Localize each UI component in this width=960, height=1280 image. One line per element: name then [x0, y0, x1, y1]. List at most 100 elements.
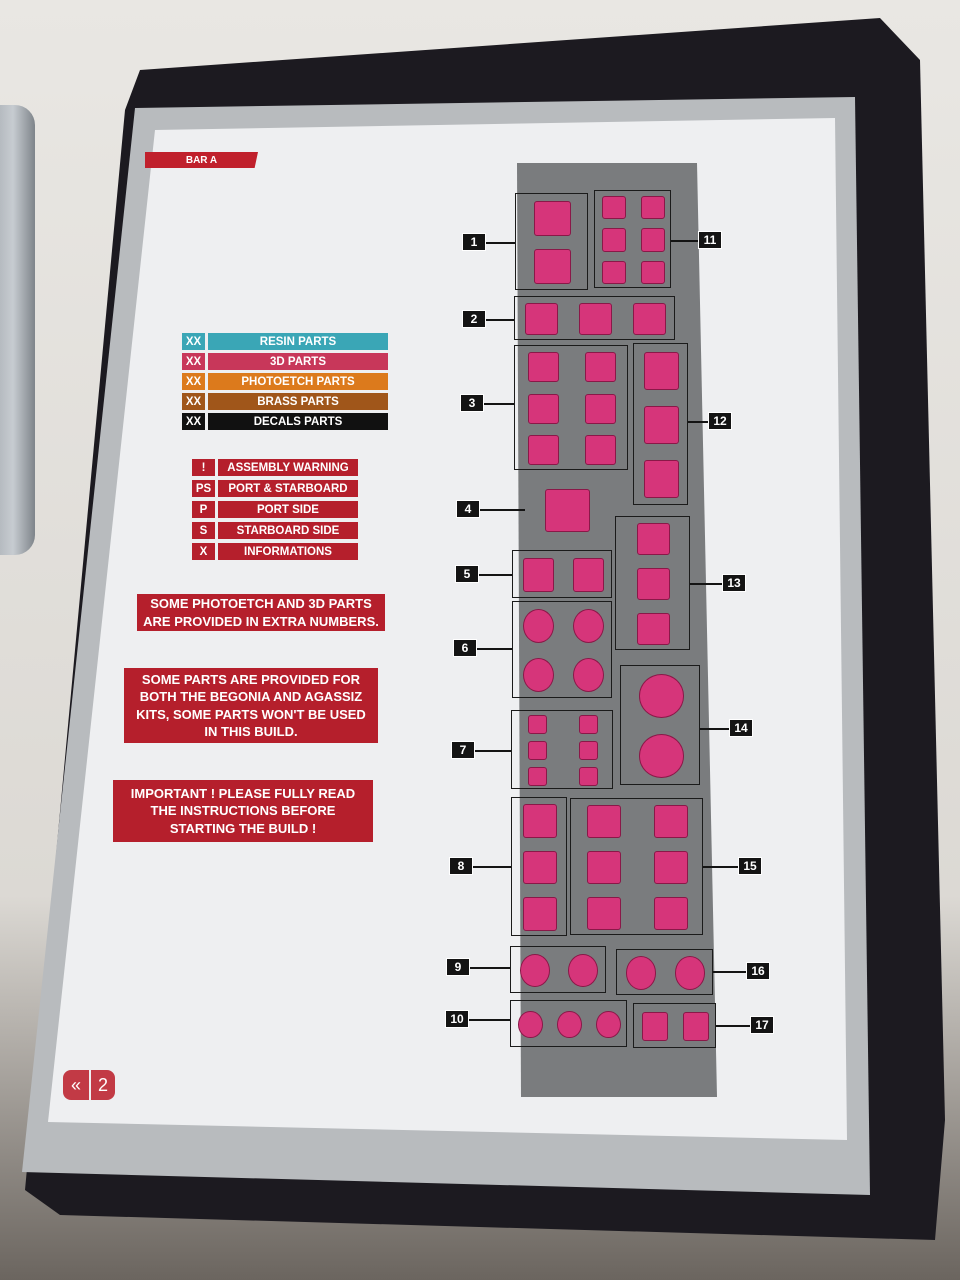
part-group	[510, 946, 606, 993]
part-piece	[527, 714, 548, 734]
page-number: 2	[91, 1070, 115, 1100]
part-piece	[602, 228, 627, 252]
part-piece	[525, 303, 559, 335]
symbol-code: P	[192, 501, 215, 518]
symbol-code: !	[192, 459, 215, 476]
part-number-label: 11	[698, 231, 722, 249]
part-piece	[522, 850, 558, 885]
part-number-label: 7	[451, 741, 475, 759]
part-piece	[534, 249, 571, 285]
legend-label: PHOTOETCH PARTS	[208, 373, 388, 390]
legend-label: BRASS PARTS	[208, 393, 388, 410]
part-piece	[584, 351, 617, 382]
part-piece	[578, 741, 599, 760]
part-number-label: 3	[460, 394, 484, 412]
metal-tin	[0, 105, 35, 555]
symbol-label: STARBOARD SIDE	[218, 522, 358, 539]
part-group	[514, 345, 628, 470]
part-piece	[522, 609, 554, 644]
part-piece	[640, 260, 665, 285]
symbol-label: INFORMATIONS	[218, 543, 358, 560]
leader-line	[486, 242, 515, 244]
part-group	[594, 190, 671, 288]
part-piece	[602, 195, 627, 220]
note-extra-parts: SOME PHOTOETCH AND 3D PARTS ARE PROVIDED…	[137, 594, 385, 631]
part-group	[620, 665, 700, 785]
leader-line	[477, 648, 512, 650]
part-piece	[527, 435, 560, 466]
part-piece	[653, 851, 688, 884]
part-piece	[522, 804, 558, 838]
part-group	[512, 550, 612, 598]
part-number-label: 17	[750, 1016, 774, 1034]
leader-line	[703, 866, 738, 868]
part-piece	[632, 303, 666, 335]
part-piece	[527, 393, 560, 424]
part-piece	[644, 460, 679, 498]
part-piece	[578, 767, 599, 787]
part-piece	[683, 1012, 710, 1041]
part-number-label: 8	[449, 857, 473, 875]
part-group	[633, 343, 688, 505]
symbol-label: PORT & STARBOARD	[218, 480, 358, 497]
part-group	[633, 1003, 716, 1048]
part-group	[616, 949, 713, 995]
part-piece	[522, 557, 554, 593]
legend-label: RESIN PARTS	[208, 333, 388, 350]
part-number-label: 4	[456, 500, 480, 518]
part-piece	[653, 805, 688, 839]
part-number-label: 12	[708, 412, 732, 430]
back-icon[interactable]: «	[63, 1070, 89, 1100]
part-group	[570, 798, 703, 935]
part-piece	[641, 1012, 668, 1041]
part-piece	[579, 303, 612, 335]
leader-line	[480, 509, 525, 511]
part-piece	[572, 609, 604, 644]
leader-line	[713, 971, 746, 973]
part-number-label: 2	[462, 310, 486, 328]
part-piece	[596, 1011, 621, 1038]
symbol-code: PS	[192, 480, 215, 497]
part-piece	[674, 956, 705, 990]
symbol-code: S	[192, 522, 215, 539]
part-piece	[527, 741, 548, 760]
symbol-label: PORT SIDE	[218, 501, 358, 518]
leader-line	[486, 319, 514, 321]
part-number-label: 10	[445, 1010, 469, 1028]
part-piece	[578, 714, 599, 734]
part-piece	[518, 1011, 543, 1038]
note-important: IMPORTANT ! PLEASE FULLY READ THE INSTRU…	[113, 780, 373, 842]
legend-label: DECALS PARTS	[208, 413, 388, 430]
leader-line	[484, 403, 514, 405]
note-shared-kits: SOME PARTS ARE PROVIDED FOR BOTH THE BEG…	[124, 668, 378, 743]
part-group	[511, 797, 567, 936]
part-group	[511, 710, 613, 789]
part-piece	[572, 557, 604, 593]
part-piece	[626, 956, 657, 990]
part-piece	[644, 352, 679, 390]
symbol-label: ASSEMBLY WARNING	[218, 459, 358, 476]
part-piece	[640, 195, 665, 220]
part-piece	[638, 734, 684, 778]
leader-line	[475, 750, 511, 752]
part-number-label: 5	[455, 565, 479, 583]
part-piece	[653, 896, 688, 930]
part-piece	[587, 896, 622, 930]
legend-code: XX	[182, 333, 205, 350]
part-piece	[520, 954, 550, 987]
part-group	[515, 193, 588, 290]
part-piece	[522, 657, 554, 692]
part-piece	[522, 897, 558, 931]
leader-line	[671, 240, 698, 242]
legend-code: XX	[182, 373, 205, 390]
leader-line	[473, 866, 511, 868]
leader-line	[469, 1019, 510, 1021]
part-group	[514, 296, 675, 340]
part-piece	[584, 435, 617, 466]
